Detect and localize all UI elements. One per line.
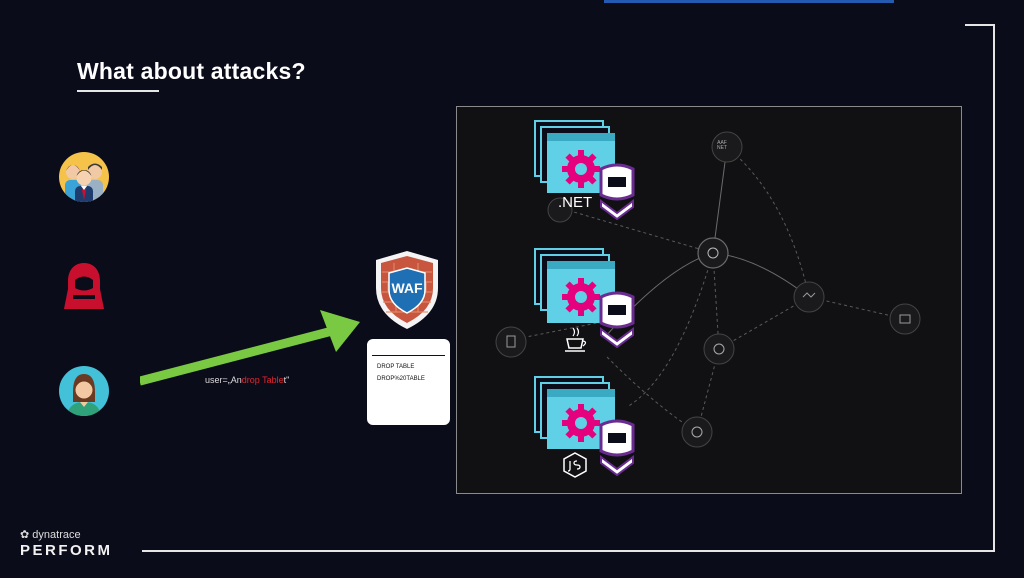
perform-wordmark: PERFORM (20, 542, 113, 559)
window-title-bar (372, 344, 445, 356)
topology-node[interactable] (703, 333, 735, 365)
user-avatar-icon (59, 366, 109, 416)
topology-node[interactable] (697, 237, 729, 269)
dotnet-service[interactable] (534, 120, 635, 221)
waf-rule-line: DROP%20TABLE (377, 376, 425, 382)
waf-rules-window: DROP TABLE DROP%20TABLE (367, 339, 450, 425)
dynatrace-logo-text: dynatrace (32, 529, 81, 541)
slide-title: What about attacks? (77, 58, 306, 84)
waf-rule-line: DROP TABLE (377, 364, 415, 370)
hacker-icon (64, 263, 104, 309)
topology-node-label: AAF NET (717, 140, 727, 151)
waf-rules-list: DROP TABLE DROP%20TABLE (372, 357, 445, 420)
top-accent-bar (604, 0, 894, 3)
topology-map (495, 120, 921, 478)
payload-suffix: t" (283, 375, 290, 385)
topology-node[interactable] (889, 303, 921, 335)
topology-node[interactable] (495, 326, 527, 358)
dotnet-label: .NET (558, 194, 593, 211)
frame-line-right (993, 24, 995, 552)
frame-line-top (965, 24, 995, 26)
frame-line-bottom (142, 550, 995, 552)
request-payload-label: user=„Androp Tablet" (205, 375, 289, 385)
payload-prefix: user=„An (205, 375, 242, 385)
topology-node[interactable] (681, 416, 713, 448)
topology-node[interactable] (711, 131, 743, 163)
java-service[interactable] (534, 248, 635, 352)
java-icon (565, 327, 587, 352)
topology-node[interactable] (793, 281, 825, 313)
dynatrace-logo-icon: ✿ (20, 529, 30, 541)
dynatrace-logo: ✿ dynatrace (20, 528, 81, 541)
waf-badge-label: WAF (391, 280, 423, 296)
payload-injection: drop Table (241, 375, 284, 385)
topology-node[interactable] (547, 197, 573, 223)
title-underline (77, 90, 159, 92)
nodejs-service[interactable] (534, 376, 635, 478)
nodejs-icon (563, 452, 587, 478)
request-arrow (140, 310, 360, 386)
waf-shield-icon (376, 251, 438, 329)
user-group-icon (59, 152, 109, 202)
topology-panel (456, 106, 962, 494)
